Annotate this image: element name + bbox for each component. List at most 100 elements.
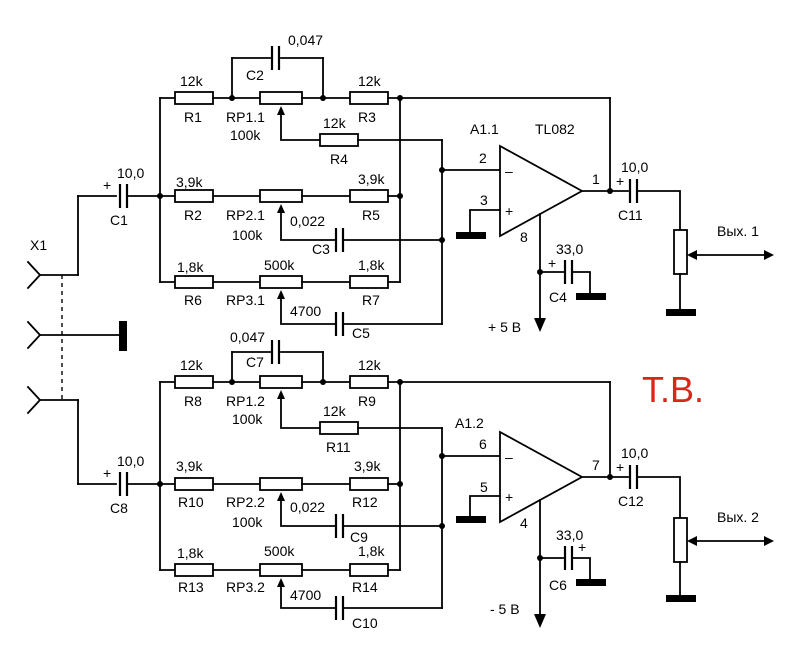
connector-pin-3 (26, 385, 42, 415)
rp1-2-label: RP1.2 (226, 393, 265, 409)
svg-text:–: – (505, 449, 513, 465)
r10-label: R10 (178, 494, 204, 510)
svg-text:+: + (616, 173, 624, 189)
pin-noninverting: 5 (480, 479, 488, 495)
pin-noninverting: 3 (480, 192, 488, 208)
r2-label: R2 (184, 207, 202, 223)
output-2-label: Вых. 2 (717, 509, 759, 525)
opamp-name: A1.1 (470, 121, 499, 137)
capacitor-c5: 4700 C5 (290, 303, 370, 341)
c11-value: 10,0 (621, 159, 648, 175)
resistor-r2 (174, 189, 214, 203)
resistor-r12 (349, 477, 389, 491)
r9-label: R9 (358, 393, 376, 409)
potentiometer-rp2-2 (259, 477, 303, 491)
c10-label: C10 (352, 615, 378, 631)
rp2-1-label: RP2.1 (226, 207, 265, 223)
capacitor-c1: + 10,0 C1 (103, 165, 144, 228)
c11-label: C11 (618, 207, 643, 223)
capacitor-c4: + 33,0 C4 (548, 241, 583, 305)
connector-pin-2 (26, 320, 42, 350)
r7-label: R7 (362, 292, 380, 308)
svg-text:–: – (505, 163, 513, 179)
volume-pot-out-1 (673, 229, 688, 275)
capacitor-c7: 0,047 C7 (230, 329, 281, 370)
r9-value: 12k (358, 357, 382, 373)
volume-pot-out-2 (673, 517, 688, 563)
rp2-1-value: 100k (232, 227, 263, 243)
potentiometer-rp3-2 (259, 563, 303, 577)
connector-pin-1 (26, 260, 42, 290)
svg-text:+: + (103, 465, 111, 481)
c3-value: 0,022 (290, 213, 325, 229)
output-1-label: Вых. 1 (717, 223, 759, 239)
channel-1: + 10,0 C1 12k R1 RP1.1 100k 12k R3 0,047 (77, 32, 774, 341)
rp2-2-value: 100k (232, 514, 263, 530)
ground-symbol (456, 516, 486, 523)
r13-value: 1,8k (177, 545, 204, 561)
r14-value: 1,8k (358, 543, 385, 559)
r12-value: 3,9k (354, 458, 381, 474)
c8-value: 10,0 (117, 453, 144, 469)
r1-label: R1 (184, 109, 202, 125)
rp2-2-label: RP2.2 (226, 494, 265, 510)
resistor-r10 (174, 477, 214, 491)
capacitor-c9: 0,022 C9 (290, 499, 368, 545)
resistor-r5 (349, 189, 389, 203)
potentiometer-rp1-1 (259, 91, 303, 105)
rp3-1-label: RP3.1 (226, 292, 265, 308)
r4-value: 12k (323, 115, 347, 131)
c1-value: 10,0 (117, 165, 144, 181)
pin-output: 7 (592, 457, 600, 473)
resistor-r4 (319, 133, 359, 147)
svg-text:+: + (578, 539, 586, 555)
pin-power: 8 (520, 229, 528, 245)
c9-value: 0,022 (290, 499, 325, 515)
capacitor-c6: + 33,0 C6 (549, 527, 586, 593)
svg-text:+: + (616, 459, 624, 475)
r11-value: 12k (323, 403, 347, 419)
potentiometer-rp2-1 (259, 189, 303, 203)
r8-label: R8 (184, 393, 202, 409)
r5-label: R5 (362, 207, 380, 223)
ground-symbol (666, 595, 696, 602)
c2-value: 0,047 (288, 32, 323, 48)
supply-label: + 5 В (488, 319, 521, 335)
r3-label: R3 (358, 109, 376, 125)
pin-inverting: 2 (479, 150, 487, 166)
rp1-1-value: 100k (230, 127, 261, 143)
ground-symbol (666, 309, 696, 316)
r11-label: R11 (326, 439, 351, 455)
c4-value: 33,0 (556, 241, 583, 257)
pin-power: 4 (520, 515, 528, 531)
resistor-r7 (349, 275, 389, 289)
r5-value: 3,9k (358, 171, 385, 187)
resistor-r1 (174, 91, 214, 105)
c1-label: C1 (110, 212, 128, 228)
resistor-r14 (349, 563, 389, 577)
capacitor-c10: 4700 C10 (290, 587, 378, 631)
rp3-1-value: 500k (264, 257, 295, 273)
c5-value: 4700 (290, 303, 321, 319)
svg-text:+: + (103, 177, 111, 193)
r1-value: 12k (180, 73, 204, 89)
pin-output: 1 (592, 171, 600, 187)
c5-label: C5 (352, 325, 370, 341)
rp3-2-value: 500k (264, 543, 295, 559)
r6-label: R6 (184, 292, 202, 308)
opamp-name: A1.2 (455, 415, 484, 431)
resistor-r3 (349, 91, 389, 105)
c2-label: C2 (246, 67, 264, 83)
r13-label: R13 (178, 579, 204, 595)
c6-label: C6 (549, 577, 567, 593)
c8-label: C8 (110, 500, 128, 516)
capacitor-c8: + 10,0 C8 (103, 453, 144, 516)
r8-value: 12k (180, 357, 204, 373)
r3-value: 12k (358, 73, 382, 89)
supply-label: - 5 В (490, 601, 520, 617)
r4-label: R4 (330, 151, 348, 167)
ground-symbol (576, 579, 606, 586)
pin-inverting: 6 (479, 436, 487, 452)
rp1-2-value: 100k (232, 411, 263, 427)
svg-text:+: + (505, 489, 513, 505)
